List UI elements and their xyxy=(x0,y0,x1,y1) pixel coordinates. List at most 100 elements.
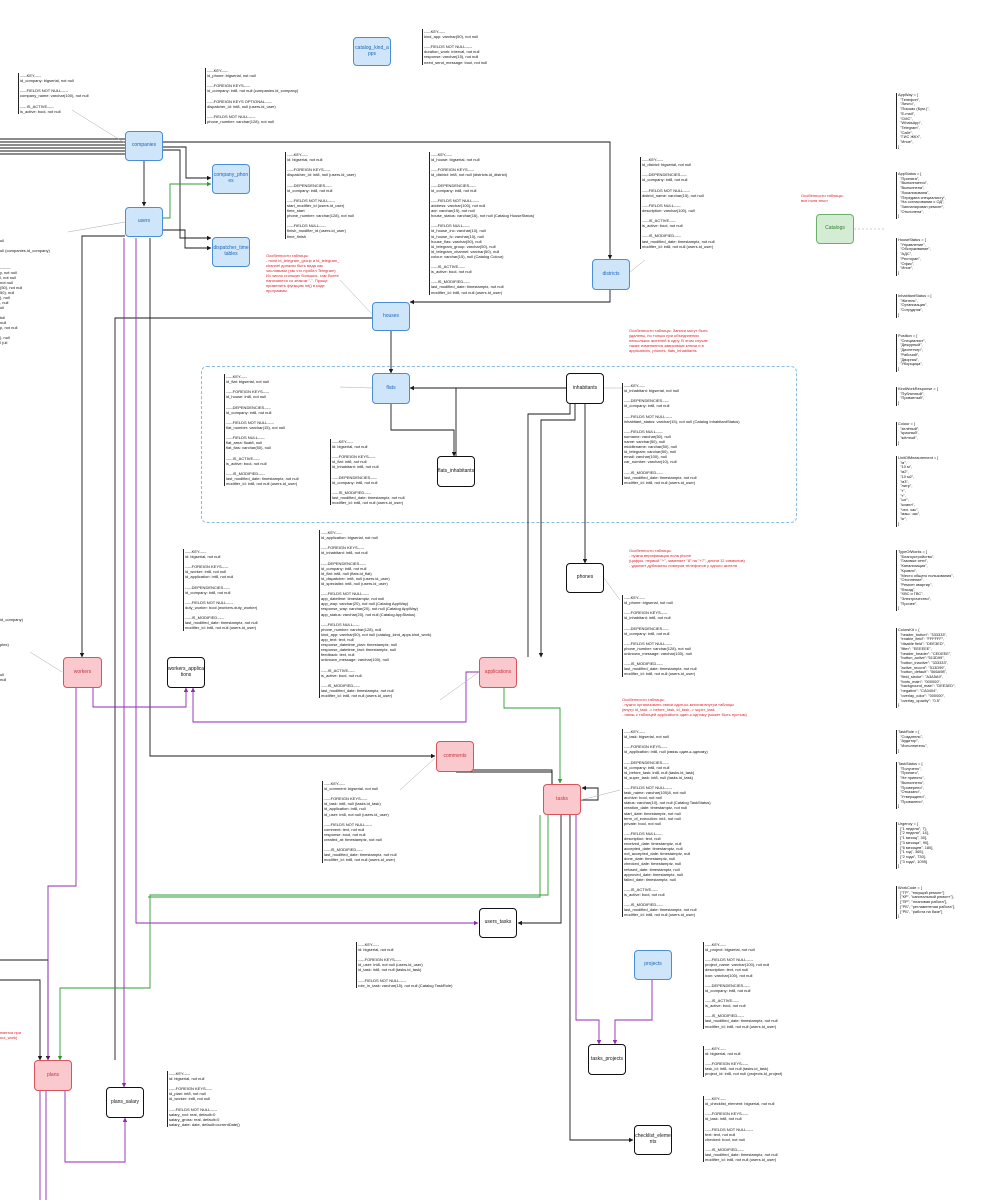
node-projects[interactable]: projects xyxy=(634,950,672,980)
text-line: duty_worker: bool (workers.duty_worker) xyxy=(185,605,258,611)
text-line: "enable_field": "FFFFFF", xyxy=(898,636,945,642)
node-tasks-projects[interactable]: tasks_projects xyxy=(588,1044,626,1075)
node-catalogs[interactable]: Catalogs xyxy=(816,214,854,244)
text-line: unknown_message: varchar(100), null xyxy=(321,657,389,663)
node-tasks[interactable]: tasks xyxy=(543,784,581,815)
text-line: ] xyxy=(898,213,900,219)
text-line: "button_active":"513D99", xyxy=(898,655,945,661)
text-line: -----FIELDS NULL----- xyxy=(287,223,326,229)
text-line: -----FOREIGN KEYS----- xyxy=(624,744,668,750)
enum-type-of-works: TypeOfWorks = [ "Благоустройство", "Газо… xyxy=(896,549,954,612)
node-users-tasks[interactable]: users_tasks xyxy=(479,908,517,938)
text-line: "WhatsApp", xyxy=(898,120,922,126)
text-line: id_phone: bigserial, not null xyxy=(624,600,673,606)
text-line: id_flat: int8, null (flats.id_flat) xyxy=(321,570,372,576)
node-catalog-kind-apps[interactable]: catalog_kind_a pps xyxy=(353,37,391,66)
text-line: task_id: int8, not null (tasks.id_task) xyxy=(705,1066,769,1072)
note-houses: -----KEY-----id_house: bigserial, not nu… xyxy=(429,152,534,295)
edge-apps-tasks xyxy=(503,688,563,784)
node-dispatcher-time-tables[interactable]: dispatcher_time tables xyxy=(212,237,250,267)
text-line: duration_work: interval, not null xyxy=(424,49,480,55)
text-line: -----DEPENDENCIES----- xyxy=(185,584,230,590)
text-line: description: varchar(100), null xyxy=(642,207,695,213)
text-line: accepted_date: timestamptz, null xyxy=(624,846,683,852)
node-company-phones[interactable]: company_phon es xyxy=(212,164,250,194)
text-line: is_active: bool, not null xyxy=(705,1003,746,1009)
text-line: last_modified_date: timestamptz, not nul… xyxy=(431,284,504,290)
text-line: "Передана специалисту", xyxy=(898,194,946,200)
text-line: "10 м2", xyxy=(898,473,915,479)
text-line: project_id: int8, not null (projects.id_… xyxy=(705,1071,783,1077)
text-line: -----FIELDS NULL----- xyxy=(226,435,265,441)
node-flats[interactable]: flats xyxy=(372,373,410,404)
node-districts[interactable]: districts xyxy=(592,259,630,290)
text-line: company_name: varchar(100), not null xyxy=(20,93,89,99)
text-line: ull xyxy=(0,305,5,310)
node-plans[interactable]: plans xyxy=(34,1060,72,1091)
node-checklist-elements[interactable]: checklist_eleme nts xyxy=(634,1125,672,1155)
node-phones[interactable]: phones xyxy=(566,563,604,593)
text-line: last_modified_date: timestamptz, not nul… xyxy=(624,907,697,913)
text-line: "Житель", xyxy=(898,297,918,303)
node-houses[interactable]: houses xyxy=(372,302,410,331)
node-plans-salary[interactable]: plans_salary xyxy=(106,1087,144,1118)
text-line: Особенности таблицы: Записи могут быть xyxy=(629,328,708,333)
text-line: "маш. час", xyxy=(898,511,921,517)
text-line: id_worker: int8, not null xyxy=(185,569,227,575)
node-companies[interactable]: companies xyxy=(125,131,163,161)
text-line: modifier_id: int8, not null (users.id_us… xyxy=(324,857,396,863)
edge-tasks-tp xyxy=(575,815,602,1045)
text-line: (цифры, первый "+", заменяет "8" на "+7"… xyxy=(629,558,745,563)
text-line: -----KEY----- xyxy=(169,1071,190,1076)
text-line: "Организация", xyxy=(898,302,928,308)
text-line: archive: bool, not null xyxy=(624,795,662,801)
text-line: "зелёный", xyxy=(898,425,920,431)
text-line: need_send_message: bool, not null xyxy=(424,59,488,65)
text-line: id_dispatcher: int8, null (users.id_user… xyxy=(321,575,390,581)
text-line: district_name: varchar(15), not null xyxy=(642,192,704,198)
rnote-tasks: Особенности таблицы:- нужно организовать… xyxy=(622,697,747,717)
enum-inhabitant-status: InhabitantStatus = [ "Житель", "Организа… xyxy=(896,293,932,318)
text-line: -----IS_ACTIVE----- xyxy=(20,103,54,109)
text-line: salary_date: date, default=currentDate() xyxy=(169,1121,240,1127)
text-line: числовыми (так что пробел Telegram) xyxy=(266,268,336,273)
text-line: id_house: int8, not null xyxy=(226,394,267,400)
text-line: ["3 года", 1095] xyxy=(898,858,927,864)
text-line: , null xyxy=(0,300,9,305)
text-line: id_application: bigserial, not null xyxy=(321,535,378,541)
text-line: TaskRole = [ xyxy=(898,729,920,734)
text-line: -----FIELDS NULL----- xyxy=(624,428,663,434)
text-line: ["РБ", "регламентная работа"], xyxy=(898,903,956,909)
text-line: is_active: bool, not null xyxy=(431,269,472,275)
text-line: "литр", xyxy=(898,483,913,489)
text-line: -----KEY----- xyxy=(185,549,206,554)
text-line: Особенности таблицы: xyxy=(266,253,309,258)
edge-plans-ps xyxy=(64,1091,128,1163)
node-workers-applications[interactable]: workers_applica tions xyxy=(167,657,205,688)
node-users[interactable]: users xyxy=(125,207,163,237)
text-line: -----DEPENDENCIES----- xyxy=(624,625,669,631)
node-inhabitants[interactable]: inhabitants xyxy=(566,373,604,404)
text-line: "ХВС и ГВС", xyxy=(898,591,924,597)
text-line: -----FIELDS NOT NULL----- xyxy=(705,1126,754,1132)
text-line: ), null xyxy=(0,335,10,340)
node-workers[interactable]: workers xyxy=(63,657,102,688)
text-line: Position = [ xyxy=(898,333,918,338)
text-line: id_phone: bigserial, not null xyxy=(207,73,256,79)
text-line: y, not null xyxy=(0,270,17,275)
text-line: программы. xyxy=(266,288,289,293)
node-applications[interactable]: applications xyxy=(479,657,517,688)
leader-users xyxy=(67,221,126,233)
text-line: id_worker: int8, not null xyxy=(169,1096,211,1102)
text-line: modifier_id: int8, not null (users.id_us… xyxy=(185,625,257,631)
text-line: id_company: int8, not null xyxy=(321,565,367,571)
text-line: app_datetime: timestamptz, not null xyxy=(321,596,385,602)
text-line: -----IS_MODIFIED----- xyxy=(321,682,360,688)
node-flats-inhabitants[interactable]: flats_inhabitants xyxy=(437,456,475,487)
leader-workers xyxy=(29,651,63,673)
rnote-dispatcher: Особенности таблицы:- поле id_telegram_g… xyxy=(266,253,339,293)
text-line: -----KEY----- xyxy=(705,1046,726,1051)
node-comments[interactable]: comments xyxy=(436,741,474,772)
text-line: -----FOREIGN KEYS----- xyxy=(185,564,229,570)
text-line: "Газовые сети", xyxy=(898,558,928,564)
